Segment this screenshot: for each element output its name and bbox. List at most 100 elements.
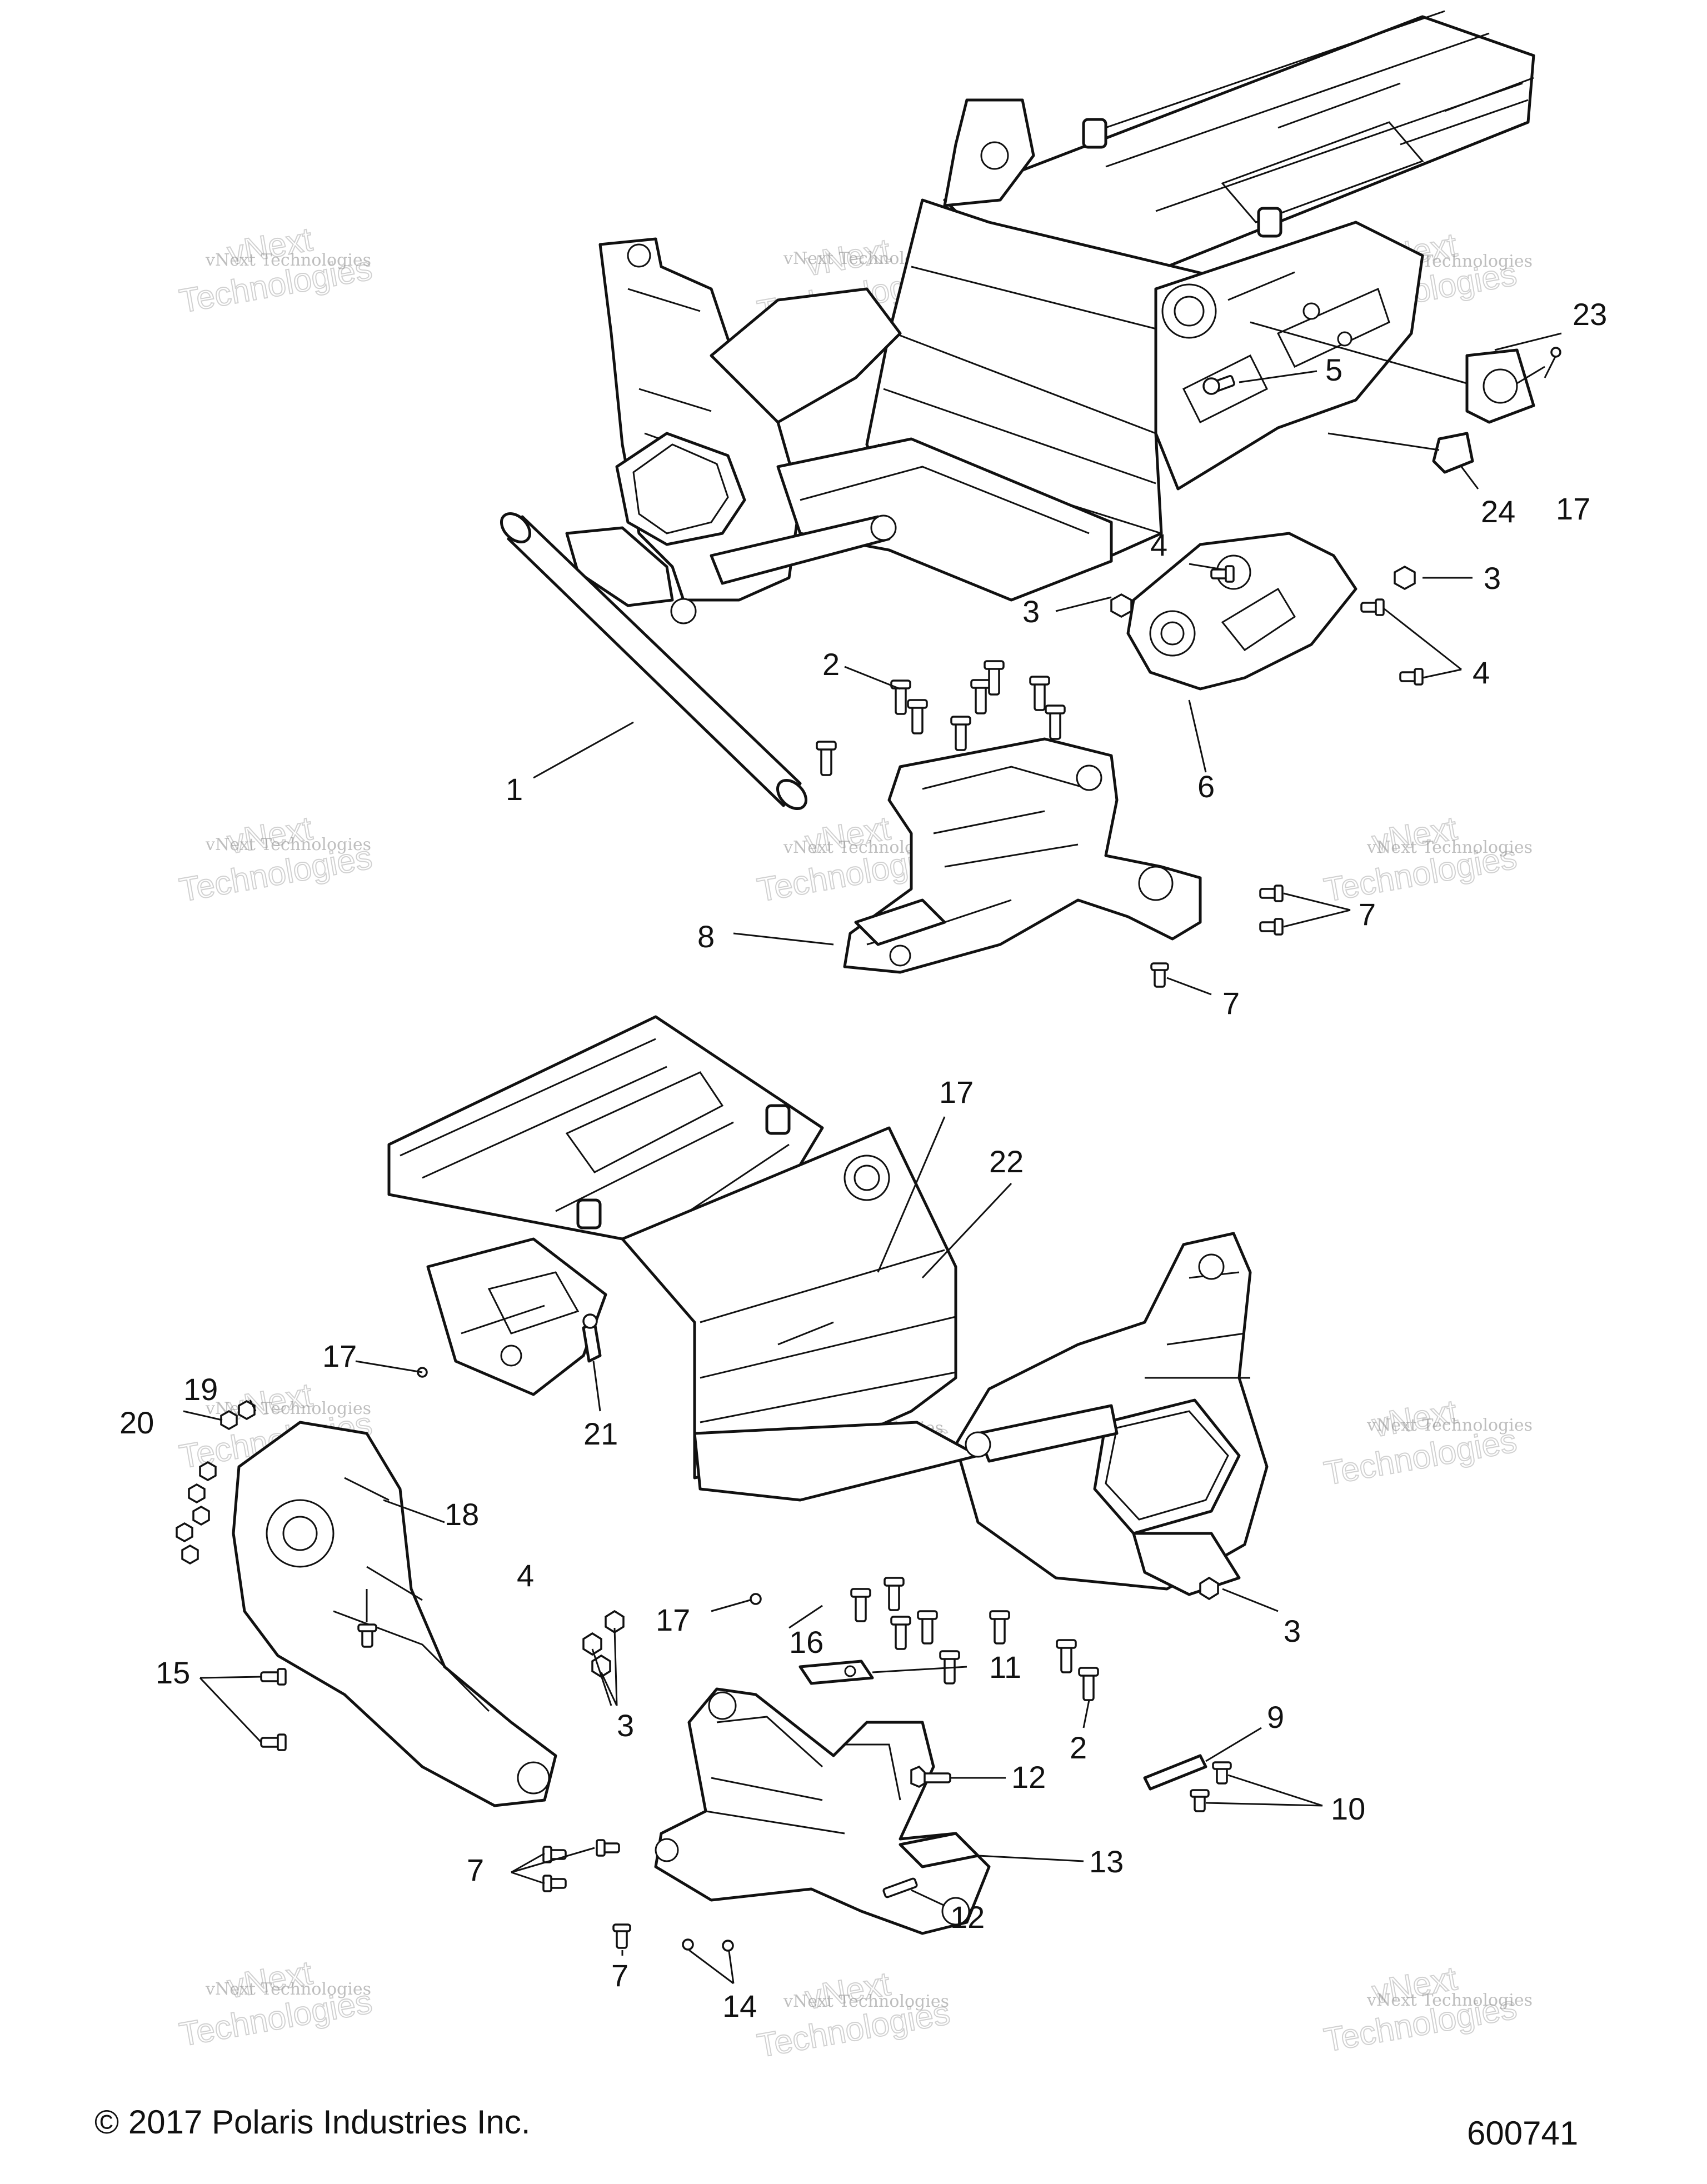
weldment-8: [843, 737, 1202, 974]
bracket-6-hole: [1160, 621, 1185, 646]
callout-22: 22: [989, 1144, 1024, 1179]
tunnel-rail-upper: [1089, 10, 1523, 223]
nut-3: [605, 1610, 625, 1634]
callout-6: 6: [1197, 769, 1215, 804]
bolts-7-upper: [1150, 884, 1284, 988]
bolt-2: [970, 679, 991, 714]
bolt-7: [1259, 884, 1284, 902]
callout-17: 17: [1556, 491, 1590, 526]
callout-4: 4: [1150, 527, 1167, 562]
callout-2: 2: [822, 647, 840, 682]
callout-24: 24: [1481, 494, 1515, 529]
callout-12: 12: [1011, 1760, 1046, 1795]
watermark-text: vNext Technologies: [205, 835, 371, 854]
lower-side-plate-hole: [500, 1345, 522, 1367]
bolt-2: [1078, 1667, 1099, 1701]
plate-11: [798, 1660, 874, 1685]
callout-10: 10: [1331, 1791, 1365, 1826]
watermark-text: vNext Technologies: [1366, 838, 1533, 857]
bracket-18-ribs: [333, 1477, 490, 1712]
callout-12: 12: [950, 1900, 985, 1935]
bearing-flange-hole: [1483, 368, 1518, 404]
bolt-2: [816, 741, 837, 776]
callout-20: 20: [119, 1405, 154, 1440]
nut-3: [582, 1632, 602, 1656]
bolt-2: [907, 699, 928, 734]
mount-hole: [627, 243, 651, 268]
tunnel-rail-upper: [1277, 77, 1534, 146]
bracket-18: [176, 1400, 557, 1807]
lower-floor-pan: [693, 1421, 980, 1502]
callout-3: 3: [1022, 594, 1040, 629]
clip-21: [582, 1313, 602, 1363]
callout-17: 17: [939, 1074, 974, 1110]
callout-3: 3: [1484, 561, 1501, 596]
callout-17: 17: [656, 1602, 690, 1637]
weldment-8-hole: [889, 944, 911, 967]
bulkhead-lower-hole: [854, 1165, 880, 1191]
diagram-number: 600741: [1467, 2115, 1578, 2152]
left-tower-brace: [710, 287, 902, 424]
bolt-7: [1259, 918, 1284, 936]
lower-chassis-assembly: [387, 1015, 1269, 1596]
callout-7: 7: [467, 1852, 484, 1887]
weldment-8-hole: [1076, 764, 1102, 791]
nuts-3-lower: [582, 1576, 1219, 1678]
tube-end: [965, 1431, 991, 1458]
lower-side-plate: [426, 1237, 607, 1396]
bumper-block-24: [1432, 432, 1474, 474]
tunnel-rail-lower: [400, 1038, 790, 1235]
bolts-2-upper: [816, 660, 1066, 776]
lower-side-plate-lines: [461, 1271, 580, 1335]
callout-7: 7: [1222, 986, 1240, 1021]
bolt-2: [917, 1610, 938, 1645]
bolt-2: [950, 716, 971, 751]
plate-11-hole: [844, 1665, 856, 1677]
callout-23: 23: [1573, 297, 1607, 332]
tunnel-bushing: [765, 1104, 791, 1135]
bolt-5: [1202, 375, 1235, 395]
nut-3: [1199, 1576, 1219, 1601]
weldment-13: [654, 1687, 991, 1935]
nut-19: [238, 1400, 256, 1421]
bolt-10: [1212, 1761, 1232, 1785]
bolt-7: [1150, 962, 1169, 988]
callout-8: 8: [697, 919, 715, 954]
tower-hole: [980, 141, 1009, 170]
bracket-18-hole: [282, 1516, 318, 1551]
bolt-4: [1399, 668, 1424, 686]
nut-20: [199, 1461, 217, 1482]
callout-3: 3: [617, 1708, 634, 1743]
bolt-2: [890, 1616, 911, 1650]
callout-18: 18: [445, 1497, 479, 1532]
callout-7: 7: [611, 1958, 628, 1993]
left-shock-window-inner: [632, 443, 729, 534]
bolt-2: [1045, 704, 1066, 740]
tube-end: [870, 514, 897, 541]
upper-right-parts: [1202, 347, 1561, 474]
bolt-12: [882, 1877, 918, 1898]
bolts-7-lower: [542, 1839, 631, 1949]
bolt-2: [884, 1577, 905, 1611]
link-9: [1143, 1754, 1207, 1791]
watermark-text: vNext Technologies: [205, 1980, 371, 1999]
tunnel-bushing: [1082, 118, 1107, 149]
nut-20: [181, 1544, 199, 1565]
tube-1: [500, 512, 807, 810]
side-plate-hole: [1337, 331, 1352, 347]
bolt-2: [1029, 676, 1050, 711]
weldment-8-lines: [866, 766, 1090, 946]
callout-16: 16: [789, 1625, 823, 1660]
screw-17-lower: [750, 1593, 762, 1605]
bolt-2: [989, 1610, 1010, 1645]
bracket-18-hole: [517, 1761, 550, 1795]
leader-lines: [183, 321, 1562, 1985]
weldment-13-lines: [705, 1716, 901, 1835]
callout-4: 4: [517, 1558, 534, 1593]
bolt-4: [1360, 598, 1385, 616]
bolt-2: [984, 660, 1005, 696]
mount-hole: [1198, 1253, 1225, 1280]
callout-labels: 23 17 24 5 4 3 3 4 6 2 1 8 7 7 17 22 17 …: [119, 297, 1607, 2023]
nut-3: [1394, 565, 1416, 591]
bolt-4-lower: [357, 1623, 377, 1648]
